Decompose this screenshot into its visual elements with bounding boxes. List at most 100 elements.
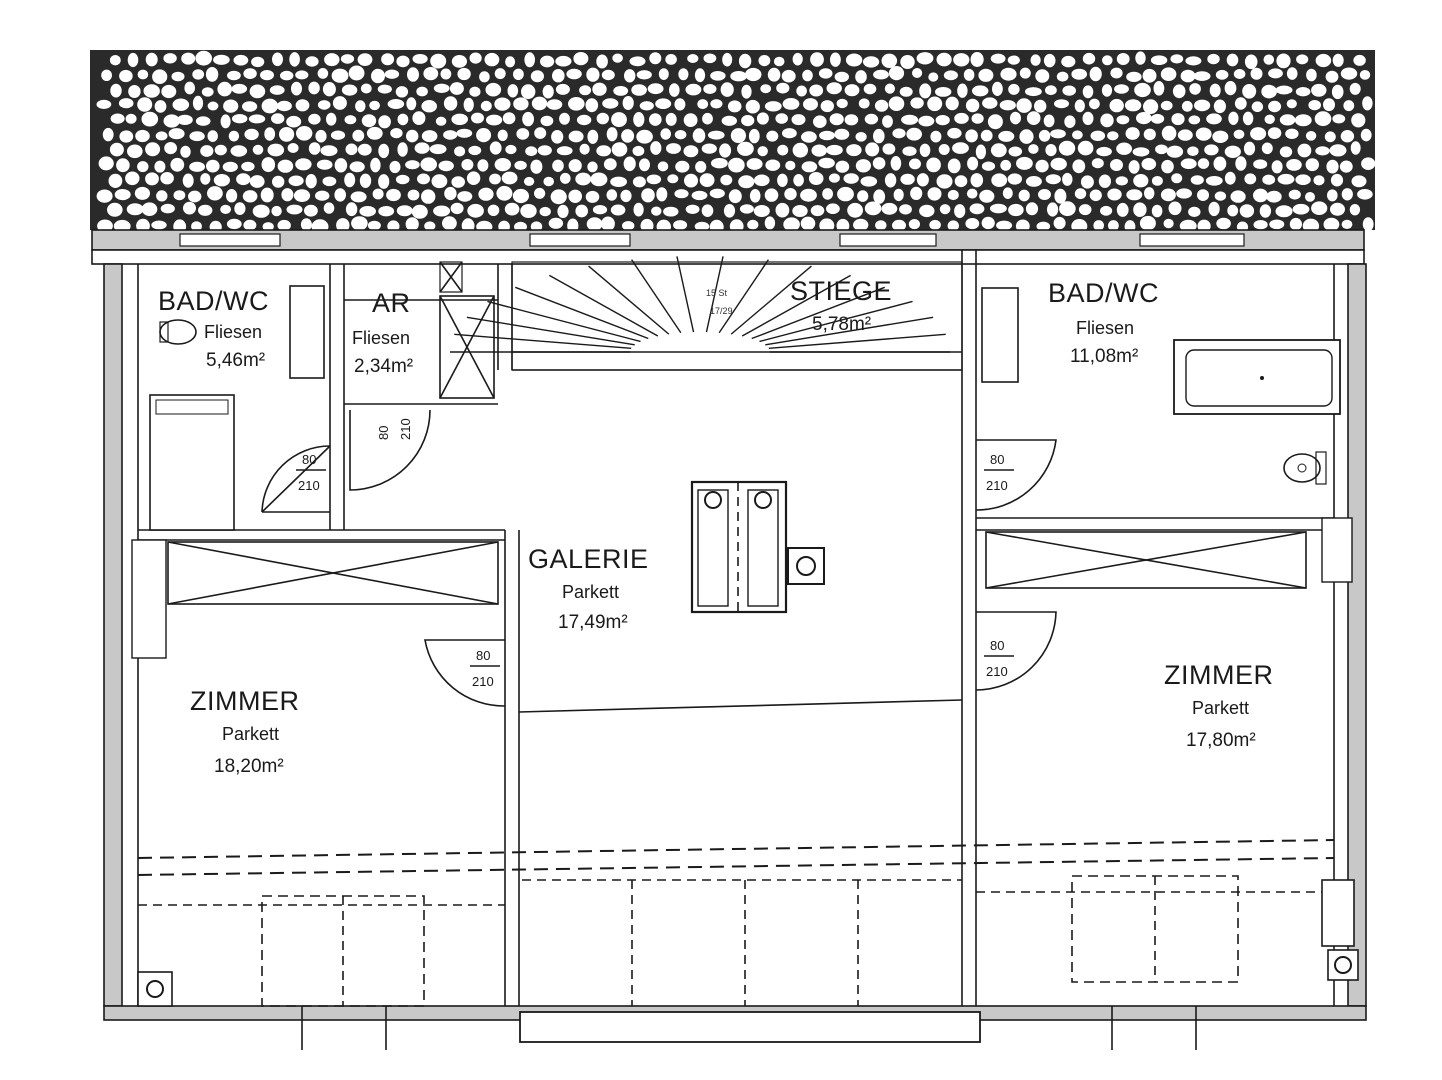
pebble xyxy=(585,98,599,113)
pebble xyxy=(559,112,570,125)
pebble xyxy=(414,142,430,154)
pebble xyxy=(1227,204,1239,217)
pebble xyxy=(177,114,193,125)
pebble xyxy=(222,161,238,172)
pebble xyxy=(315,129,327,143)
pebble xyxy=(1089,98,1100,110)
pebble xyxy=(758,55,771,67)
pebble xyxy=(504,202,520,216)
pebble xyxy=(454,146,466,157)
pebble xyxy=(575,204,588,218)
pebble xyxy=(611,112,627,128)
pebble xyxy=(287,143,299,153)
pebble xyxy=(775,202,790,218)
pebble xyxy=(198,204,213,216)
pebble xyxy=(966,188,978,199)
pebble xyxy=(978,68,994,82)
pebble xyxy=(1181,100,1193,112)
toilet-icon xyxy=(159,319,197,345)
pebble xyxy=(748,128,760,144)
pebble xyxy=(678,68,689,81)
pebble xyxy=(646,174,662,185)
pebble xyxy=(182,173,194,188)
pebble xyxy=(1179,219,1197,232)
pebble xyxy=(701,143,717,154)
pebble xyxy=(249,175,265,188)
pebble xyxy=(1171,113,1185,126)
door-label-bath-right: 80 210 xyxy=(984,452,1014,493)
pebble xyxy=(568,130,584,143)
pebble xyxy=(341,84,358,96)
pebble xyxy=(1096,146,1112,157)
pebble xyxy=(1268,68,1283,79)
pebble xyxy=(207,130,218,143)
pebble xyxy=(1263,54,1275,65)
pebble xyxy=(320,145,338,157)
pebble xyxy=(575,172,592,186)
pebble xyxy=(1177,129,1193,141)
pebble xyxy=(783,217,800,232)
pebble xyxy=(1061,55,1076,68)
pebble xyxy=(505,56,516,68)
pebble xyxy=(213,54,230,65)
pebble xyxy=(709,188,725,199)
pebble xyxy=(334,188,347,202)
pebble xyxy=(513,68,524,81)
pebble xyxy=(223,99,239,113)
pebble xyxy=(271,205,282,217)
pebble xyxy=(487,204,500,216)
pebble xyxy=(981,161,996,171)
pebble xyxy=(1279,114,1296,126)
pebble xyxy=(793,174,804,187)
pebble xyxy=(230,145,248,157)
pebble xyxy=(1045,85,1057,96)
pebble xyxy=(195,116,211,126)
pebble xyxy=(777,173,788,187)
pebble xyxy=(1242,111,1254,126)
pebble xyxy=(602,98,619,109)
pebble xyxy=(730,71,747,82)
pebble xyxy=(632,176,646,188)
pebble xyxy=(610,176,627,187)
pebble xyxy=(556,146,573,156)
pebble xyxy=(183,201,196,215)
pebble xyxy=(243,68,257,79)
pebble xyxy=(1294,114,1312,127)
pebble xyxy=(739,204,754,214)
door-labels: 80 210 80 210 80 210 80 210 80 210 xyxy=(296,418,1014,689)
pebble xyxy=(180,145,191,158)
pebble xyxy=(1330,173,1344,187)
roof-slope-lines xyxy=(137,839,1335,906)
pebble xyxy=(207,186,223,201)
pebble xyxy=(322,176,337,187)
pebble xyxy=(741,84,752,99)
pebble xyxy=(596,54,608,69)
pebble xyxy=(1261,142,1273,155)
pebble xyxy=(349,161,365,173)
pebble xyxy=(286,115,302,128)
pebble xyxy=(711,158,728,169)
pebble xyxy=(280,70,294,81)
pebble xyxy=(1324,131,1336,143)
pebble xyxy=(663,206,679,217)
pebble xyxy=(970,52,984,67)
pebble xyxy=(171,71,185,82)
pebble xyxy=(622,221,635,231)
pebble xyxy=(286,204,303,215)
pebble xyxy=(909,158,921,170)
wardrobe-right xyxy=(985,517,1353,589)
stair-tread xyxy=(588,265,670,335)
pebble xyxy=(1266,190,1282,203)
pebble xyxy=(479,71,490,83)
pebble xyxy=(405,217,419,232)
pebble xyxy=(1230,190,1246,203)
pebble xyxy=(534,127,547,139)
pebble xyxy=(965,98,980,113)
pebble xyxy=(555,83,570,95)
pebble xyxy=(1000,159,1012,171)
pebble xyxy=(357,143,372,156)
pebble xyxy=(603,158,617,171)
pebble xyxy=(764,101,782,112)
pebble xyxy=(1224,145,1241,158)
pebble xyxy=(610,204,626,216)
